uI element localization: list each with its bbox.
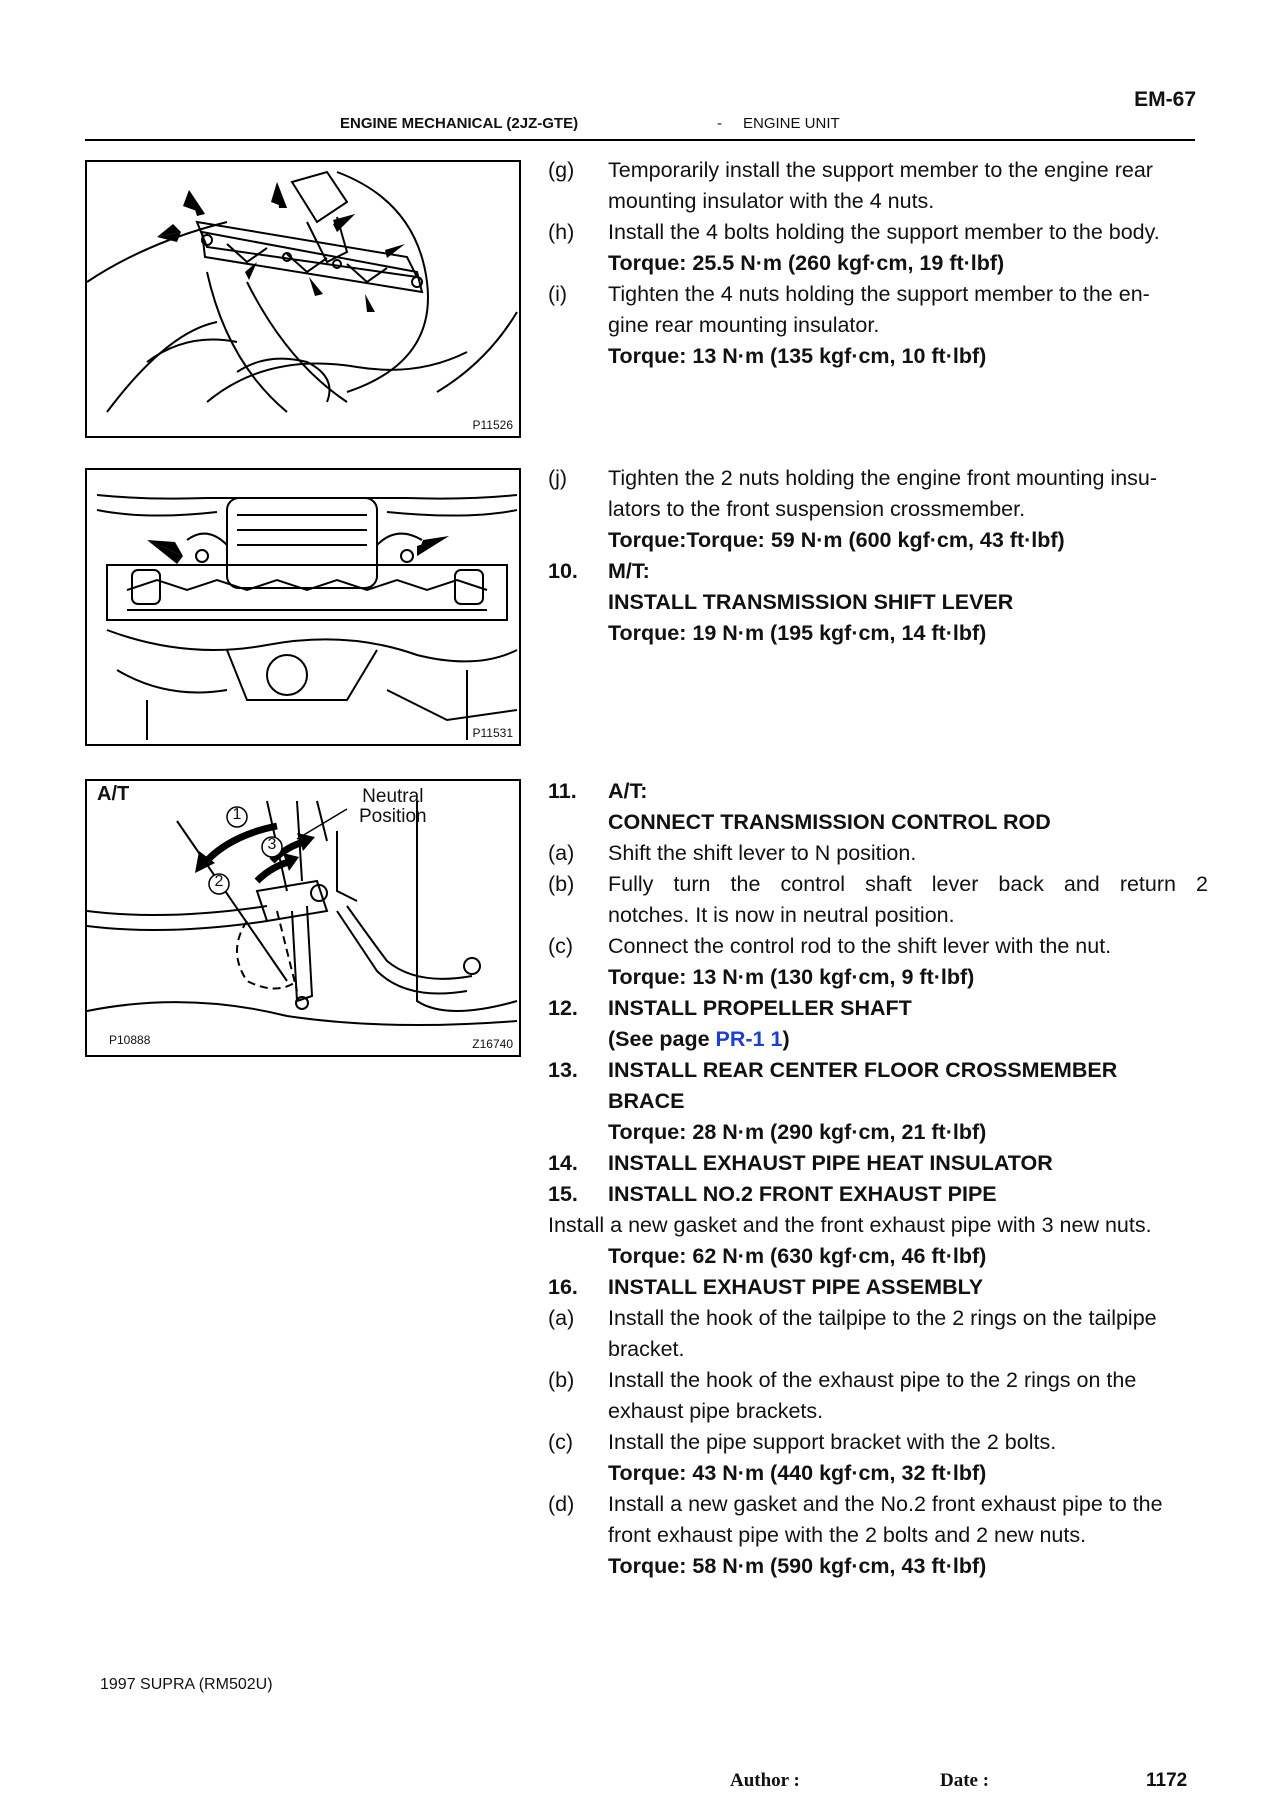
page-header: ENGINE MECHANICAL (2JZ-GTE) - ENGINE UNI… [85, 113, 1195, 141]
figure-support-member: P11526 [85, 160, 521, 438]
step-10: 10. M/T: INSTALL TRANSMISSION SHIFT LEVE… [548, 559, 1014, 645]
model-footer: 1997 SUPRA (RM502U) [100, 1676, 273, 1693]
support-member-illustration [87, 170, 518, 413]
torque-spec: Torque: 13 N·m (130 kgf·cm, 9 ft·lbf) [608, 965, 975, 989]
torque-spec: Torque: 58 N·m (590 kgf·cm, 43 ft·lbf) [608, 1554, 987, 1578]
step-j: (j) Tighten the 2 nuts holding the engin… [548, 466, 1158, 521]
step-16c: (c) Install the pipe support bracket wit… [548, 1430, 1057, 1454]
position-label: Position [359, 806, 427, 827]
step-12: 12. INSTALL PROPELLER SHAFT (See page PR… [548, 993, 1208, 1055]
figure-code-right: Z16740 [472, 1037, 513, 1051]
torque-spec: Torque: 25.5 N·m (260 kgf·cm, 19 ft·lbf) [608, 251, 1005, 275]
steps-block-3: 11. A/T: CONNECT TRANSMISSION CONTROL RO… [548, 776, 1208, 1582]
step-h: (h) Install the 4 bolts holding the supp… [548, 220, 1160, 244]
page-link-pr11[interactable]: PR-1 1 [715, 1027, 783, 1051]
figure-code: P11526 [472, 418, 513, 432]
step-11a: (a) Shift the shift lever to N position. [548, 841, 917, 865]
step-11b: (b) Fully turn the control shaft lever b… [548, 872, 1208, 927]
control-rod-illustration [87, 800, 518, 1026]
subsection-title: ENGINE UNIT [743, 115, 840, 132]
see-page-reference: (See page PR-1 1) [608, 1027, 790, 1051]
header-separator: - [717, 115, 722, 132]
engine-mounts-illustration [96, 494, 518, 740]
step-13: 13. INSTALL REAR CENTER FLOOR CROSSMEMBE… [548, 1058, 1118, 1144]
figure-code-left: P10888 [109, 1033, 151, 1047]
step-16d: (d) Install a new gasket and the No.2 fr… [548, 1492, 1163, 1547]
transmission-type-label: A/T [97, 783, 130, 805]
callout-3: 3 [267, 836, 277, 853]
step-15-instruction: Install a new gasket and the front exhau… [548, 1213, 1152, 1237]
step-15: 15. INSTALL NO.2 FRONT EXHAUST PIPE [548, 1182, 997, 1206]
step-16: 16. INSTALL EXHAUST PIPE ASSEMBLY [548, 1275, 984, 1299]
step-i: (i) Tighten the 4 nuts holding the suppo… [548, 282, 1150, 337]
neutral-label: Neutral [362, 786, 424, 807]
neutral-position-label: Neutral Position [359, 787, 427, 827]
figure-code: P11531 [472, 726, 513, 740]
step-16a: (a) Install the hook of the tailpipe to … [548, 1306, 1157, 1361]
step-g: (g) Temporarily install the support memb… [548, 158, 1153, 213]
steps-block-1: (g) Temporarily install the support memb… [548, 155, 1208, 372]
steps-block-2: (j) Tighten the 2 nuts holding the engin… [548, 463, 1208, 649]
torque-spec: Torque: 13 N·m (135 kgf·cm, 10 ft·lbf) [608, 344, 987, 368]
step-11c: (c) Connect the control rod to the shift… [548, 934, 1112, 958]
callout-2: 2 [214, 873, 224, 890]
torque-spec: Torque: 43 N·m (440 kgf·cm, 32 ft·lbf) [608, 1461, 987, 1485]
torque-spec: Torque:Torque: 59 N·m (600 kgf·cm, 43 ft… [608, 528, 1065, 552]
author-label: Author : [730, 1770, 800, 1791]
step-14: 14. INSTALL EXHAUST PIPE HEAT INSULATOR [548, 1151, 1053, 1175]
page-code: EM-67 [1134, 88, 1196, 111]
figure-engine-mounts: P11531 [85, 468, 521, 746]
figure-control-rod: A/T 1 2 3 Neutral Position P10888 Z16740 [85, 779, 521, 1057]
section-title: ENGINE MECHANICAL (2JZ-GTE) [340, 115, 579, 132]
date-label: Date : [940, 1770, 990, 1791]
step-11: 11. A/T: CONNECT TRANSMISSION CONTROL RO… [548, 779, 1051, 834]
step-16b: (b) Install the hook of the exhaust pipe… [548, 1368, 1137, 1423]
page-number: 1172 [1146, 1770, 1188, 1791]
callout-1: 1 [232, 806, 242, 823]
torque-spec: Torque: 62 N·m (630 kgf·cm, 46 ft·lbf) [608, 1244, 987, 1268]
